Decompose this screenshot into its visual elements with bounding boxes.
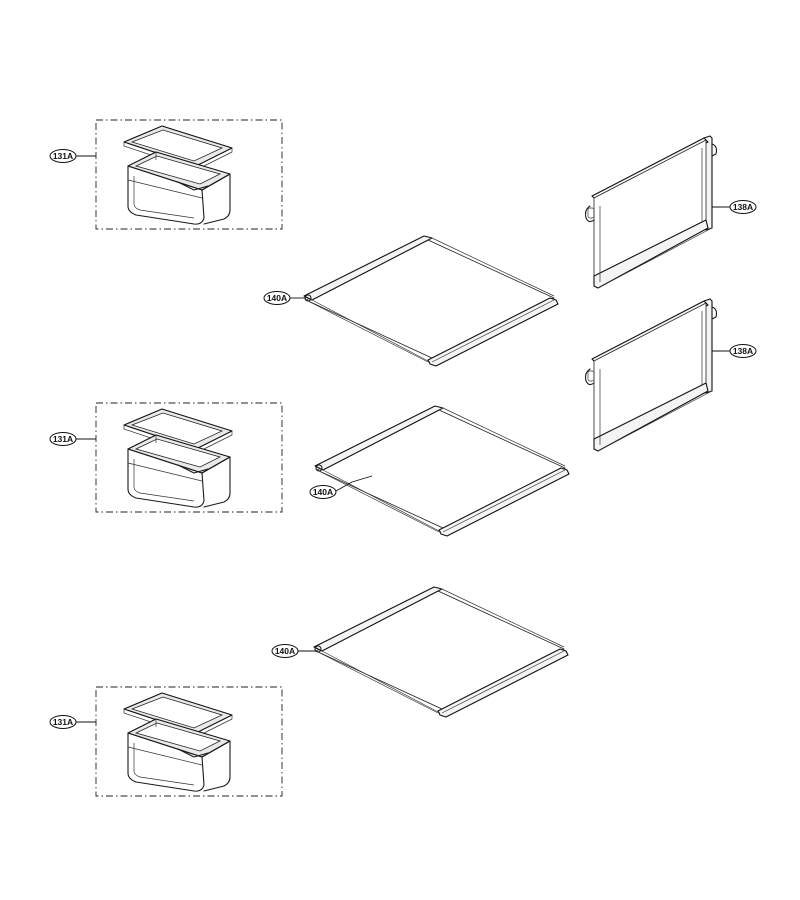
callout-label: 138A: [733, 202, 753, 212]
callout-crisper-drawer-3[interactable]: 131A: [49, 715, 77, 729]
callout-label: 140A: [275, 646, 295, 656]
callout-label: 140A: [267, 293, 287, 303]
glass-shelf-3: [313, 586, 569, 718]
crisper-drawer-assembly-3: [95, 686, 283, 797]
callout-glass-shelf-3[interactable]: 140A: [271, 644, 299, 658]
callout-label: 131A: [53, 717, 73, 727]
callout-label: 131A: [53, 434, 73, 444]
callout-glass-shelf-2[interactable]: 140A: [309, 485, 337, 499]
door-basket-2: [584, 298, 718, 452]
callout-door-basket-1[interactable]: 138A: [729, 200, 757, 214]
callout-label: 140A: [313, 487, 333, 497]
callout-crisper-drawer-1[interactable]: 131A: [49, 149, 77, 163]
crisper-drawer-assembly-2: [95, 402, 283, 513]
callout-door-basket-2[interactable]: 138A: [729, 344, 757, 358]
callout-label: 138A: [733, 346, 753, 356]
glass-shelf-1: [303, 235, 559, 367]
callout-crisper-drawer-2[interactable]: 131A: [49, 432, 77, 446]
glass-shelf-2: [314, 405, 570, 537]
crisper-drawer-assembly-1: [95, 119, 283, 230]
door-basket-1: [584, 135, 718, 289]
callout-glass-shelf-1[interactable]: 140A: [263, 291, 291, 305]
callout-label: 131A: [53, 151, 73, 161]
